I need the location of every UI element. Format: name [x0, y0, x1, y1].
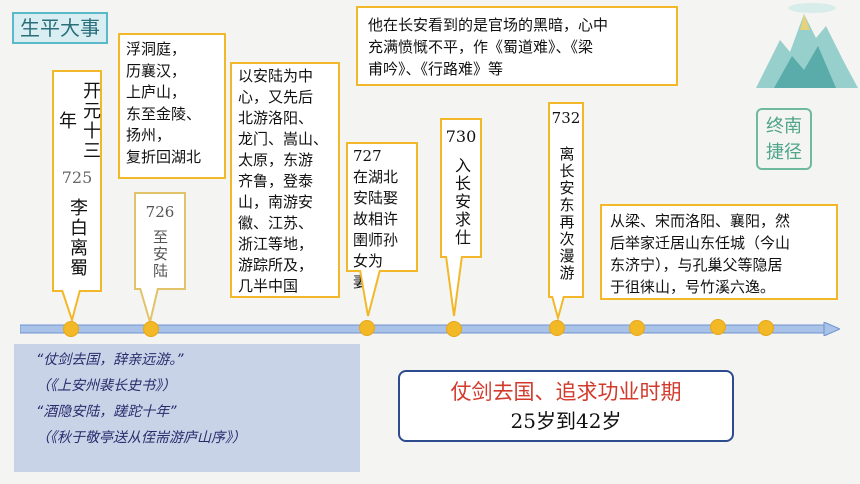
event-retreat-line: 后举家迁居山东任城（今山	[610, 234, 791, 252]
event-retreat-card: 从梁、宋而洛阳、襄阳，然 后举家迁居山东任城（今山 东济宁），与孔巢父等隐居 于…	[600, 204, 838, 300]
event-726-text: 至安陆	[151, 228, 169, 280]
event-retreat-line: 东济宁），与孔巢父等隐居	[610, 256, 783, 274]
event-732-text: 离长安东再次漫游	[557, 146, 576, 282]
timeline-arrow	[20, 322, 840, 336]
quote-line: “仗剑去国，辞亲远游。”	[36, 352, 184, 368]
event-anlu-card: 以安陆为中 心，又先后 北游洛阳、 龙门、嵩山、 太原，东游 齐鲁，登泰 山，南…	[230, 62, 340, 298]
event-travel-line: 浮洞庭，	[126, 40, 187, 58]
period-summary-box: 仗剑去国、追求功业时期 25岁到42岁	[398, 370, 734, 442]
callout-tail	[61, 289, 81, 324]
timeline-node	[710, 319, 726, 335]
event-anlu-line: 北游洛阳、	[238, 109, 314, 127]
seal-text-line1: 终南	[766, 116, 802, 137]
event-anlu-line: 徽、江苏、	[238, 214, 314, 232]
event-anlu-line: 齐鲁，登泰	[238, 172, 314, 190]
event-travel-line: 东至金陵、	[126, 104, 202, 123]
event-travel-card: 浮洞庭， 历襄汉， 上庐山， 东至金陵、 扬州， 复折回湖北	[118, 33, 226, 179]
event-anlu-line: 心，又先后	[238, 88, 314, 106]
event-730-card: 730 入长安求仕	[440, 118, 482, 258]
event-725-year: 725	[61, 168, 93, 187]
event-anlu-line: 以安陆为中	[238, 67, 314, 85]
period-age-range: 25岁到42岁	[510, 409, 622, 433]
event-727-line: 圉师孙	[353, 231, 399, 249]
event-725-text: 开元十三年	[56, 81, 101, 161]
event-retreat-line: 于徂徕山，号竹溪六逸。	[610, 278, 776, 296]
timeline-node	[549, 320, 565, 336]
event-retreat-line: 从梁、宋而洛阳、襄阳，然	[610, 212, 791, 230]
event-travel-line: 历襄汉，	[126, 61, 187, 80]
event-726-year: 726	[145, 203, 175, 221]
quote-source: （《上安州裴长史书》）	[36, 378, 176, 394]
event-changan-line: 充满愤慨不平，作《蜀道难》、《梁	[368, 38, 594, 56]
event-changan-card: 他在长安看到的是官场的黑暗，心中 充满愤慨不平，作《蜀道难》、《梁 甫吟》、《行…	[356, 6, 678, 86]
event-anlu-line: 山，南游安	[238, 193, 314, 211]
callout-tail	[551, 295, 565, 322]
quote-line: “酒隐安陆，蹉跎十年”	[36, 404, 177, 420]
event-travel-line: 扬州，	[126, 126, 172, 144]
seal-stamp: 终南 捷径	[756, 108, 812, 170]
quotes-box: “仗剑去国，辞亲远游。” （《上安州裴长史书》） “酒隐安陆，蹉跎十年” （《秋…	[14, 344, 360, 472]
timeline-node	[629, 320, 645, 336]
event-anlu-line: 几半中国	[238, 277, 299, 295]
period-title: 仗剑去国、追求功业时期	[450, 380, 682, 404]
event-727-line: 故相许	[353, 210, 399, 228]
timeline-node	[446, 321, 462, 337]
event-732-year: 732	[551, 109, 581, 127]
timeline-node	[63, 321, 79, 337]
event-730-year: 730	[445, 127, 477, 146]
section-title: 生平大事	[12, 12, 108, 44]
quote-source: （《秋于敬亭送从侄耑游庐山序》）	[36, 430, 246, 446]
timeline-node	[143, 321, 159, 337]
event-changan-line: 他在长安看到的是官场的黑暗，心中	[368, 16, 609, 34]
event-732-card: 732 离长安东再次漫游	[548, 102, 584, 298]
timeline-node	[758, 320, 774, 336]
event-travel-line: 上庐山，	[126, 83, 187, 101]
event-727-year: 727	[353, 147, 382, 165]
event-727-card: 727 在湖北 安陆娶 故相许 圉师孙 女为妻，	[346, 142, 418, 291]
event-727-line: 在湖北	[353, 168, 399, 186]
event-727-line: 安陆娶	[353, 189, 399, 207]
callout-tail	[445, 255, 463, 317]
event-725-card: 开元十三年 725 李白离蜀	[52, 70, 102, 292]
event-725-detail: 李白离蜀	[67, 198, 88, 278]
event-anlu-line: 游踪所及，	[238, 256, 314, 274]
event-travel-line: 复折回湖北	[126, 147, 202, 166]
timeline-node	[359, 320, 375, 336]
event-726-card: 726 至安陆	[134, 192, 186, 290]
seal-text-line2: 捷径	[766, 142, 802, 163]
event-anlu-line: 浙江等地，	[238, 235, 314, 253]
event-730-text: 入长安求仕	[452, 157, 471, 247]
mountain-decoration-icon	[756, 3, 858, 88]
event-changan-line: 甫吟》、《行路难》等	[368, 60, 504, 78]
callout-tail	[359, 269, 381, 317]
event-anlu-line: 太原，东游	[238, 151, 314, 169]
event-anlu-line: 龙门、嵩山、	[238, 130, 329, 148]
